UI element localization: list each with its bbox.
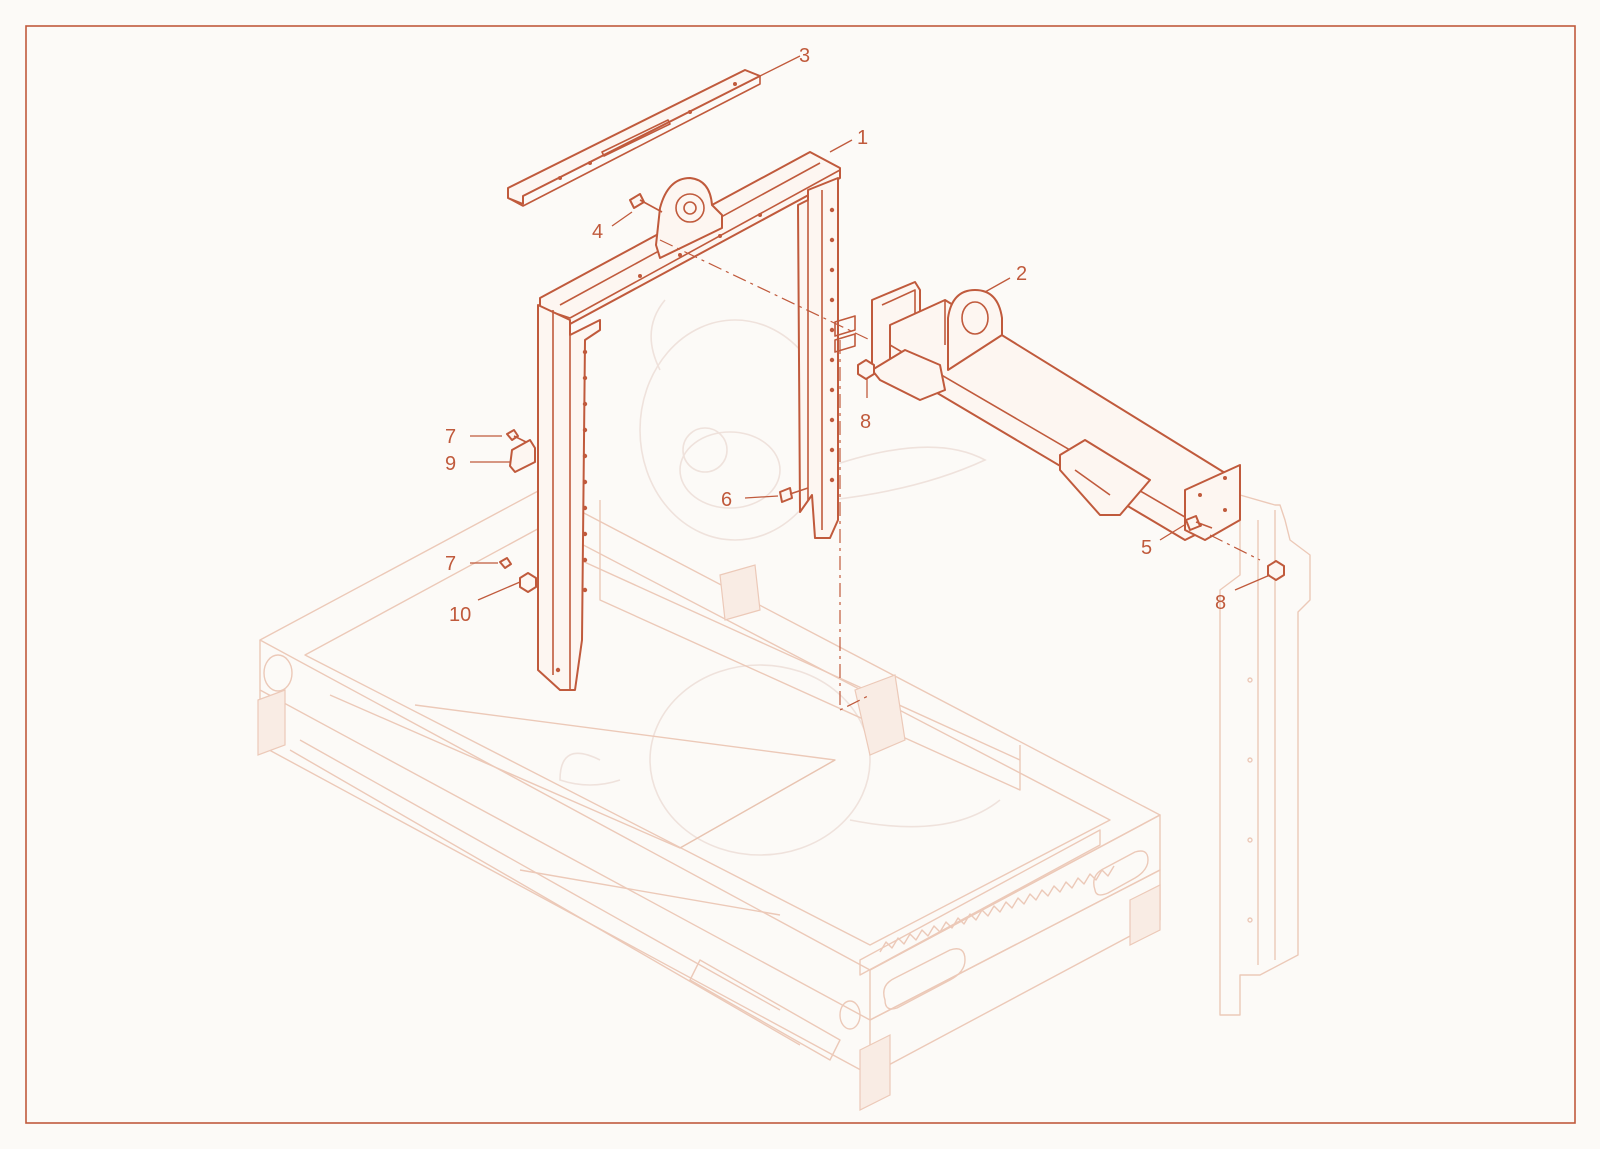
frame-holes: [555, 207, 835, 673]
callout-3: 3: [799, 45, 810, 67]
callout-9: 9: [445, 453, 456, 475]
callout-2: 2: [1016, 263, 1027, 285]
shim-plate: [834, 333, 856, 353]
callout-8-lower: 8: [1215, 592, 1226, 614]
gantry-frame-part: [537, 151, 841, 691]
shim-plate: [834, 315, 856, 337]
callout-4: 4: [592, 221, 603, 243]
callout-6: 6: [721, 489, 732, 511]
leader-lines: [470, 55, 1271, 601]
callout-10: 10: [449, 604, 471, 626]
callout-1: 1: [857, 127, 868, 149]
hardware-items: [499, 193, 1285, 593]
arm-boom-part: [871, 281, 1241, 541]
callout-7-upper: 7: [445, 426, 456, 448]
right-post-ghost: [1219, 494, 1311, 1016]
callout-5: 5: [1141, 537, 1152, 559]
callout-8-upper: 8: [860, 411, 871, 433]
top-plate-part: [507, 69, 761, 207]
drawing-border: [25, 25, 1576, 1124]
base-chassis-ghost: [257, 489, 1161, 1111]
callout-7-lower: 7: [445, 553, 456, 575]
callout-labels: 1 2 3 4 5 6 7 7 8 8 9 10: [445, 45, 1226, 626]
